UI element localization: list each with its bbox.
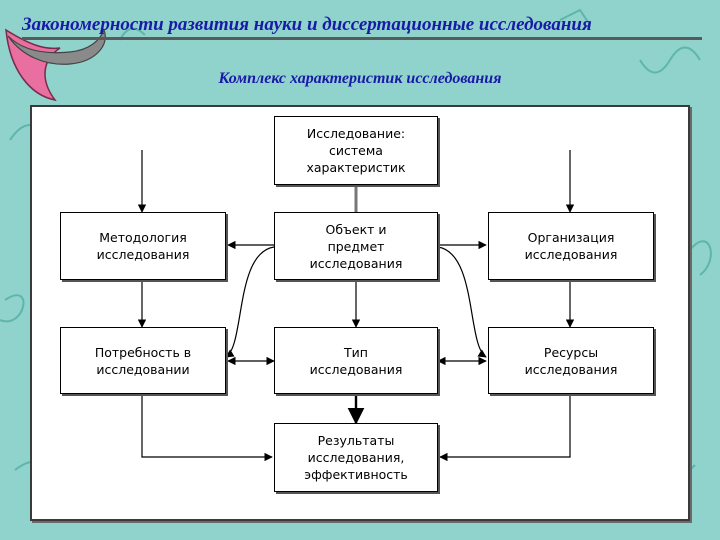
slide-title: Закономерности развития науки и диссерта… xyxy=(22,14,702,40)
curve-object-resources xyxy=(437,246,487,358)
node-methodology: Методология исследования xyxy=(60,212,226,280)
node-results: Результаты исследования, эффективность xyxy=(274,423,438,492)
logo-swoosh-icon xyxy=(5,28,106,102)
node-type: Тип исследования xyxy=(274,327,438,394)
node-object: Объект и предмет исследования xyxy=(274,212,438,280)
diagram-connectors xyxy=(137,150,575,462)
node-resources: Ресурсы исследования xyxy=(488,327,654,394)
curve-object-need xyxy=(225,246,275,358)
node-need: Потребность в исследовании xyxy=(60,327,226,394)
slide-subtitle: Комплекс характеристик исследования xyxy=(218,70,502,87)
node-system: Исследование: система характеристик xyxy=(274,116,438,185)
node-organization: Организация исследования xyxy=(488,212,654,280)
arrow-resources-results xyxy=(439,394,571,462)
arrow-need-results xyxy=(141,394,273,462)
